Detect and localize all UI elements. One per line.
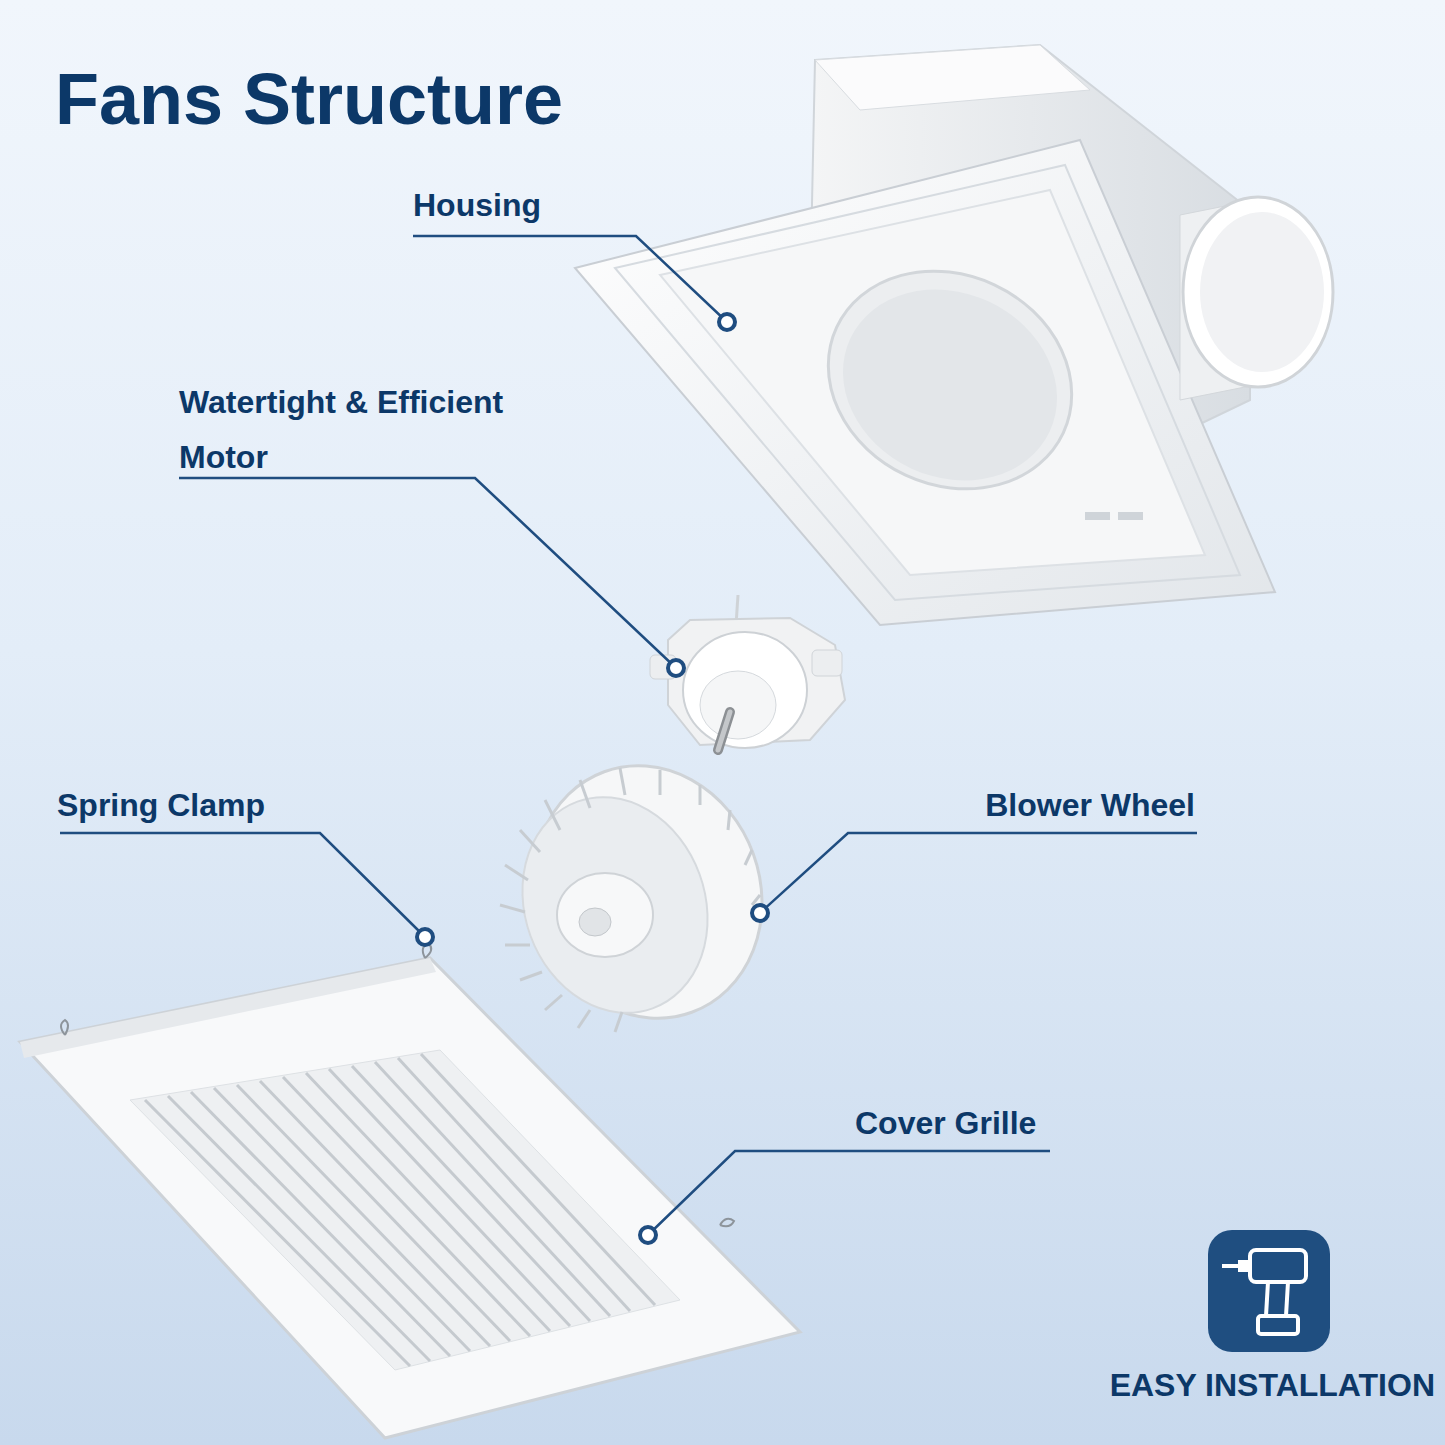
housing-drawing <box>575 45 1333 625</box>
leader-dots <box>417 314 768 1243</box>
diagram-title: Fans Structure <box>55 56 563 142</box>
part-name: Cover Grille <box>855 1104 1036 1142</box>
drill-icon <box>1208 1230 1330 1352</box>
feature-badge-text: EASY INSTALLATION <box>1110 1366 1435 1404</box>
motor-drawing <box>650 595 845 750</box>
part-name: Spring Clamp <box>57 786 265 824</box>
part-name: Housing <box>413 186 541 224</box>
part-name: Watertight & Efficient Motor <box>179 375 509 485</box>
leader-lines <box>60 236 1197 1235</box>
blower-wheel-drawing <box>493 733 797 1050</box>
cover-grille-drawing <box>20 944 800 1438</box>
part-name: Blower Wheel <box>985 786 1195 824</box>
